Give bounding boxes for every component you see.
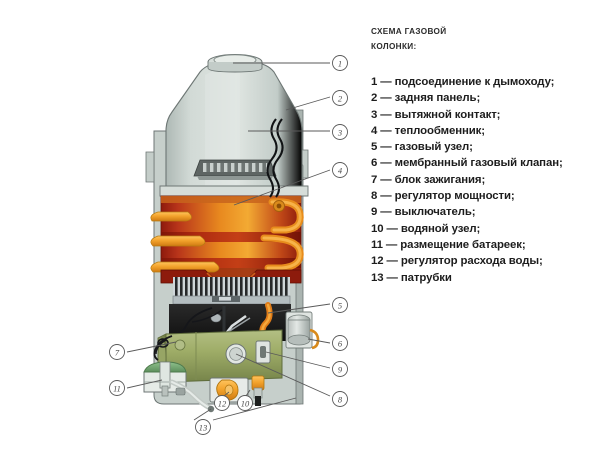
ignition-block	[153, 335, 173, 361]
callout-5[interactable]: 5	[332, 297, 348, 313]
flue-hood	[159, 54, 309, 197]
legend-item-12: 12 — регулятор расхода воды;	[371, 255, 543, 268]
callout-4[interactable]: 4	[332, 162, 348, 178]
inner-grille	[193, 159, 277, 180]
draft-sensor-wire	[266, 118, 284, 198]
callout-1-label: 1	[338, 59, 342, 69]
flue-collar	[207, 54, 263, 73]
legend-item-8: 8 — регулятор мощности;	[371, 190, 515, 203]
callout-5-label: 5	[338, 301, 342, 311]
battery-box	[143, 361, 187, 397]
legend-item-9: 9 — выключатель;	[371, 206, 476, 219]
callout-7-label: 7	[115, 348, 120, 358]
legend-panel: СХЕМА ГАЗОВОЙ колонки: 1 — подсоединение…	[371, 24, 586, 286]
callout-6-label: 6	[338, 339, 343, 349]
callout-12[interactable]: 12	[214, 395, 230, 411]
callout-8[interactable]: 8	[332, 391, 348, 407]
callout-7[interactable]: 7	[109, 344, 125, 360]
callout-11-label: 11	[113, 384, 121, 394]
callout-13-label: 13	[199, 423, 208, 433]
membrane-gas-valve	[285, 311, 320, 350]
callout-11[interactable]: 11	[109, 380, 125, 396]
callout-9-label: 9	[338, 365, 343, 375]
legend-item-11: 11 — размещение батареек;	[371, 238, 526, 251]
diagram-title-line1: СХЕМА ГАЗОВОЙ	[371, 27, 447, 36]
pipes	[169, 379, 215, 413]
callout-10-label: 10	[241, 399, 250, 409]
legend-item-6: 6 — мембранный газовый клапан;	[371, 157, 563, 170]
legend-item-3: 3 — вытяжной контакт;	[371, 108, 501, 121]
callout-3[interactable]: 3	[332, 124, 348, 140]
callout-2[interactable]: 2	[332, 90, 348, 106]
legend-item-7: 7 — блок зажигания;	[371, 173, 486, 186]
legend-item-5: 5 — газовый узел;	[371, 141, 473, 154]
callout-13[interactable]: 13	[195, 419, 211, 435]
callout-10[interactable]: 10	[237, 395, 253, 411]
legend-item-1: 1 — подсоединение к дымоходу;	[371, 76, 555, 88]
legend-item-10: 10 — водяной узел;	[371, 222, 481, 235]
callout-3-label: 3	[337, 128, 342, 138]
legend-item-13: 13 — патрубки	[371, 271, 452, 284]
callout-6[interactable]: 6	[332, 335, 348, 351]
callout-2-label: 2	[338, 94, 343, 104]
callout-markers: 1 2 3 4 5 6 9	[109, 55, 348, 435]
burner-assembly	[172, 277, 291, 305]
diagram-title-line2: колонки:	[371, 42, 417, 51]
legend-item-4: 4 — теплообменник;	[371, 124, 485, 137]
leader-lines	[126, 62, 331, 421]
diagram-title: СХЕМА ГАЗОВОЙ колонки:	[371, 24, 586, 54]
callout-12-label: 12	[218, 399, 227, 409]
legend-item-2: 2 — задняя панель;	[371, 92, 481, 105]
callout-4-label: 4	[338, 166, 343, 176]
callout-8-label: 8	[338, 395, 343, 405]
callout-1[interactable]: 1	[332, 55, 348, 71]
legend-list: 1 — подсоединение к дымоходу; 2 — задняя…	[371, 74, 586, 286]
callout-9[interactable]: 9	[332, 361, 348, 377]
